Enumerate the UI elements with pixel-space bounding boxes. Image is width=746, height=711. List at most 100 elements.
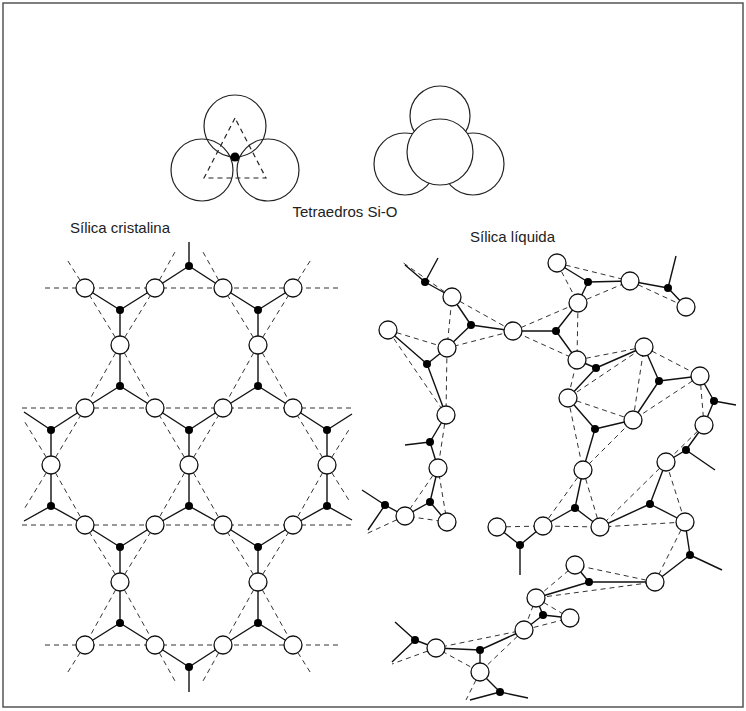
silicon-atom	[467, 321, 475, 329]
silicon-atom	[254, 382, 262, 390]
dashed-edge	[223, 582, 258, 645]
silicon-atom	[421, 278, 429, 286]
oxygen-atom	[676, 513, 694, 531]
tetrahedron-outline	[204, 118, 266, 178]
oxygen-atom	[284, 399, 302, 417]
dashed-edge	[120, 345, 155, 408]
silicon-atom	[185, 426, 193, 434]
si-o-bond	[24, 408, 85, 525]
dashed-edge	[85, 582, 120, 645]
oxygen-atom	[471, 663, 489, 681]
si-o-bond	[223, 525, 293, 645]
liquid-bonds	[362, 256, 736, 700]
silicon-atom	[664, 284, 672, 292]
oxygen-atom	[677, 298, 695, 316]
silicon-atom	[584, 278, 592, 286]
silicon-atom	[710, 397, 718, 405]
oxygen-sphere	[204, 95, 266, 157]
oxygen-atom	[621, 272, 639, 290]
dashed-edge	[120, 525, 155, 582]
oxygen-atom	[284, 516, 302, 534]
si-o-bond	[223, 288, 293, 408]
si-o-bond	[85, 525, 155, 645]
oxygen-atom	[443, 288, 461, 306]
dashed-edge	[120, 288, 155, 345]
silicon-atom	[516, 541, 524, 549]
oxygen-atom	[427, 639, 445, 657]
silicon-atom	[116, 306, 124, 314]
dashed-edge	[557, 263, 630, 303]
oxygen-atom	[657, 453, 675, 471]
liquid-silicons	[381, 278, 718, 696]
silicon-atom	[185, 663, 193, 671]
silicon-atom	[592, 364, 600, 372]
oxygen-atom	[76, 279, 94, 297]
silicon-atom	[185, 262, 193, 270]
silicon-atom	[116, 619, 124, 627]
si-o-bond	[536, 565, 655, 598]
si-o-bond	[513, 303, 578, 360]
oxygen-atom	[214, 279, 232, 297]
dashed-edge	[258, 582, 293, 645]
dashed-edge	[258, 525, 293, 582]
oxygen-sphere	[407, 119, 473, 185]
silicon-atom	[116, 382, 124, 390]
oxygen-atom	[379, 321, 397, 339]
si-o-bond	[155, 408, 223, 525]
silicon-atom	[571, 504, 579, 512]
dashed-edge	[536, 565, 655, 598]
liquid-tetrahedra-edges	[366, 262, 704, 700]
dashed-edge	[85, 525, 120, 582]
oxygen-atom	[695, 416, 713, 434]
crystal-bonds	[24, 242, 352, 692]
oxygen-atom	[42, 456, 60, 474]
silicon-atom	[254, 619, 262, 627]
tetrahedra-label: Tetraedros Si-O	[292, 203, 397, 221]
silicon-atom	[116, 543, 124, 551]
oxygen-atom	[568, 351, 586, 369]
oxygen-atom	[624, 411, 642, 429]
silicon-atom	[423, 360, 431, 368]
oxygen-atom	[559, 389, 577, 407]
dashed-edge	[633, 347, 700, 420]
dashed-edge	[568, 398, 633, 470]
si-o-bond	[155, 645, 223, 692]
liquid-label: Sílica líquida	[470, 228, 555, 246]
oxygen-atom	[561, 609, 579, 627]
oxygen-atom	[180, 456, 198, 474]
si-o-bond	[600, 462, 685, 527]
dashed-edge	[85, 288, 120, 345]
si-o-bond	[543, 470, 600, 527]
silicon-atom	[254, 306, 262, 314]
silicon-atom	[686, 551, 694, 559]
silicon-atom	[426, 438, 434, 446]
oxygen-atom	[284, 279, 302, 297]
si-o-bond	[557, 263, 630, 303]
dashed-edge	[388, 330, 447, 415]
dashed-edge	[223, 288, 258, 345]
oxygen-atom	[146, 636, 164, 654]
oxygen-atom	[515, 621, 533, 639]
frame	[3, 3, 743, 707]
dashed-edge	[600, 462, 685, 527]
dashed-edge	[258, 288, 293, 345]
si-o-bond	[633, 347, 700, 420]
oxygen-atom	[146, 279, 164, 297]
tetrahedron-side-view	[374, 86, 504, 195]
oxygen-atom	[214, 516, 232, 534]
dashed-edge	[85, 345, 120, 408]
oxygen-atom	[574, 461, 592, 479]
oxygen-atom	[214, 399, 232, 417]
liquid-oxygens	[379, 254, 713, 681]
silicon-atom	[47, 426, 55, 434]
tetrahedron-top-view	[171, 95, 299, 201]
dashed-edge	[223, 345, 258, 408]
silicon-atom	[476, 646, 484, 654]
dashed-edge	[223, 525, 258, 582]
oxygen-atom	[488, 518, 506, 536]
oxygen-atom	[504, 322, 522, 340]
oxygen-sphere	[171, 139, 233, 201]
oxygen-atom	[76, 399, 94, 417]
silicon-atom	[411, 636, 419, 644]
